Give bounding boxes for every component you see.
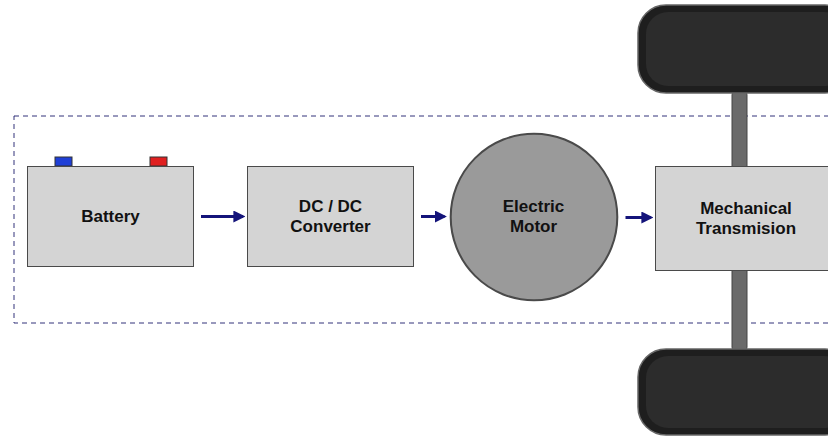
transmission-box: Mechanical Transmision [655,166,828,271]
text-column: Battery [81,207,140,227]
node-label: Electric Motor [479,197,589,237]
node-label: DC / DC Converter [276,197,386,237]
converter-box: DC / DC Converter [247,166,414,267]
flow-arrow [201,215,243,218]
flow-arrow [421,215,445,218]
node-label: Battery [81,207,140,227]
motor-circle: Electric Motor [449,132,619,302]
positive-terminal [150,157,167,166]
battery-box: Battery [27,166,194,267]
front-wheel [638,5,828,93]
system-boundary [14,116,828,323]
node-label: Mechanical Transmision [671,199,821,239]
flow-arrow [626,216,652,219]
text-column: DC / DC Converter [276,197,386,237]
rear-wheel [638,349,828,435]
text-column: Mechanical Transmision [671,199,821,239]
text-column: Electric Motor [479,197,589,237]
negative-terminal [55,157,72,166]
